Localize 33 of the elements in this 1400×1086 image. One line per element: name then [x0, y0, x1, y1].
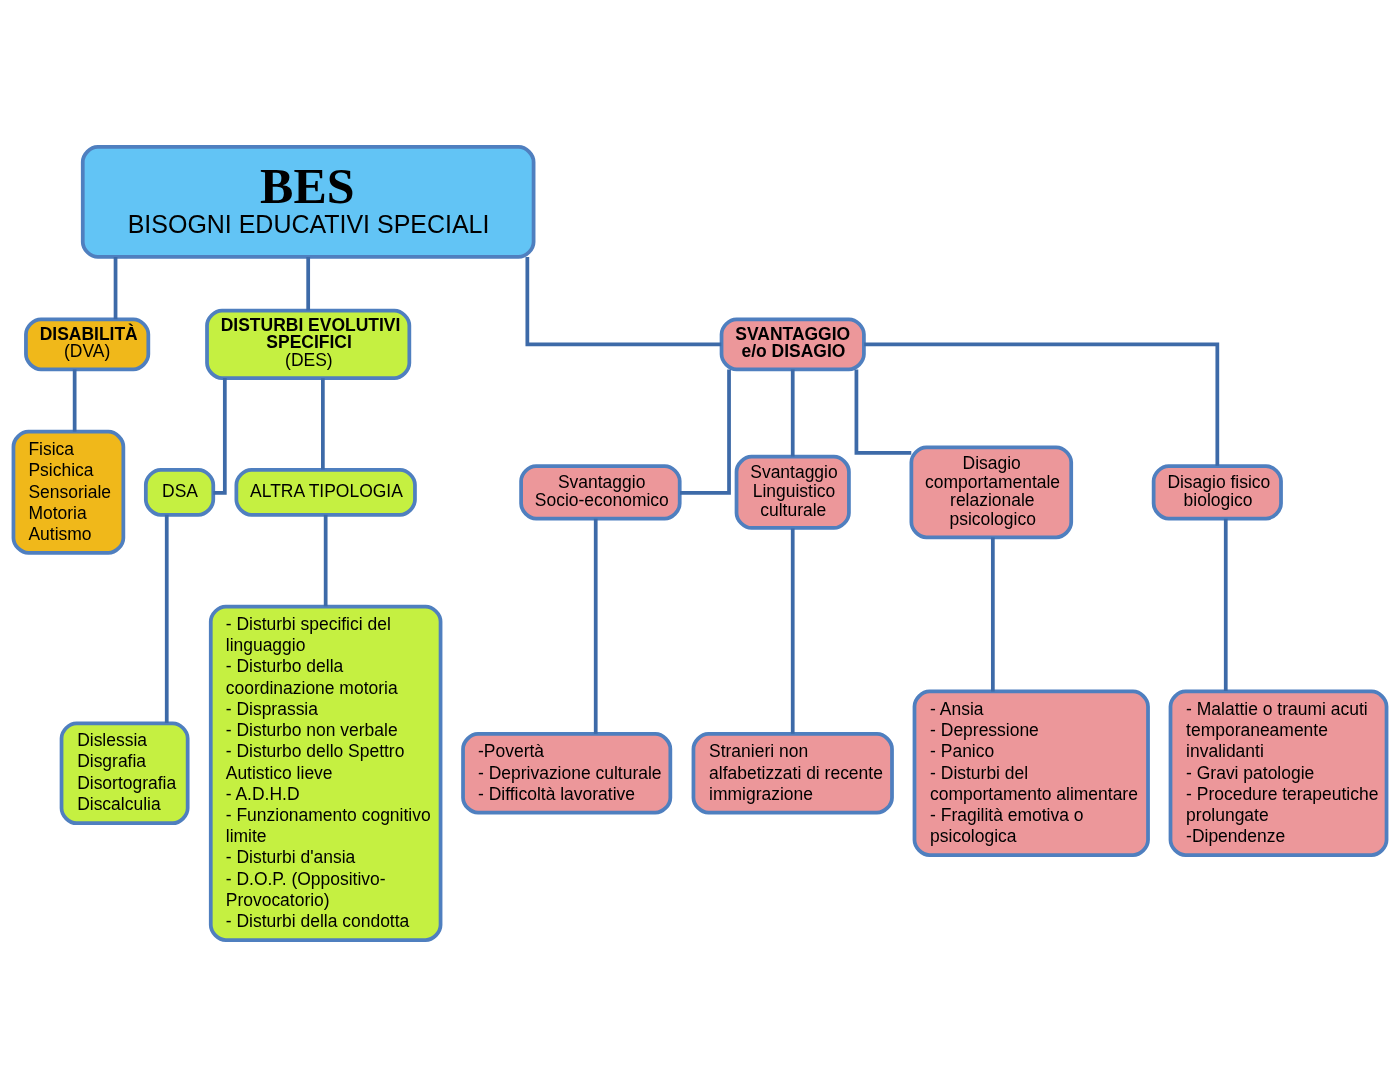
node-box: Disagio comportamentale relazionale psicologico: [909, 444, 1074, 539]
node-box: Fisica Psichica Sensoriale Motoria Autismo: [11, 429, 126, 555]
node-box: ALTRA TIPOLOGIA: [234, 467, 417, 517]
node-box: - Malattie o traumi acuti temporaneamente invalidanti - Gravi patologie - Procedure terapeutiche prolungate -Dipendenze: [1168, 689, 1389, 857]
node-box: Svantaggio Linguistico culturale: [734, 454, 851, 530]
node-box: Stranieri non alfabetizzati di recente immigrazione: [691, 731, 894, 814]
node-box: -Povertà - Deprivazione culturale - Difficoltà lavorative: [461, 731, 673, 814]
node-box: DISABILITÀ (DVA): [24, 316, 151, 371]
connector: [320, 377, 325, 470]
node-box: - Ansia - Depressione - Panico - Disturbi del comportamento alimentare - Fragilità emotiva o psicologica: [912, 689, 1150, 857]
connector: [306, 256, 311, 310]
connector: [680, 369, 731, 495]
node-box: DSA: [143, 467, 216, 517]
node-box: DISTURBI EVOLUTIVI SPECIFICI (DES): [205, 308, 412, 380]
node-box: Dislessia Disgrafia Disortografia Discalculia: [59, 720, 190, 825]
connector: [323, 514, 328, 606]
connector: [72, 368, 77, 432]
connector: [593, 518, 598, 734]
connector: [164, 514, 169, 723]
connector: [864, 341, 1220, 466]
connector: [1223, 518, 1228, 691]
connector: [525, 256, 722, 346]
node-box: BES BISOGNI EDUCATIVI SPECIALI: [80, 144, 536, 259]
connector: [854, 369, 912, 455]
node-box: Disagio fisico biologico: [1151, 463, 1283, 520]
connector: [990, 536, 995, 691]
node-box: SVANTAGGIO e/o DISAGIO: [719, 316, 866, 371]
connector: [790, 527, 795, 734]
connector: [790, 368, 795, 456]
node-box: - Disturbi specifici del linguaggio - Disturbo della coordinazione motoria - Disprassia - Disturbo non verbale - Disturbo dello Spettro Autistico lieve - A.D.H.D - Funzionamento cognitivo limite - Disturbi d'ansia - D.O.P. (Oppositivo-Provocatorio) - Disturbi della condotta: [208, 604, 443, 942]
node-box: Svantaggio Socio-economico: [519, 463, 682, 520]
connector: [113, 256, 118, 319]
connector: [213, 377, 227, 495]
